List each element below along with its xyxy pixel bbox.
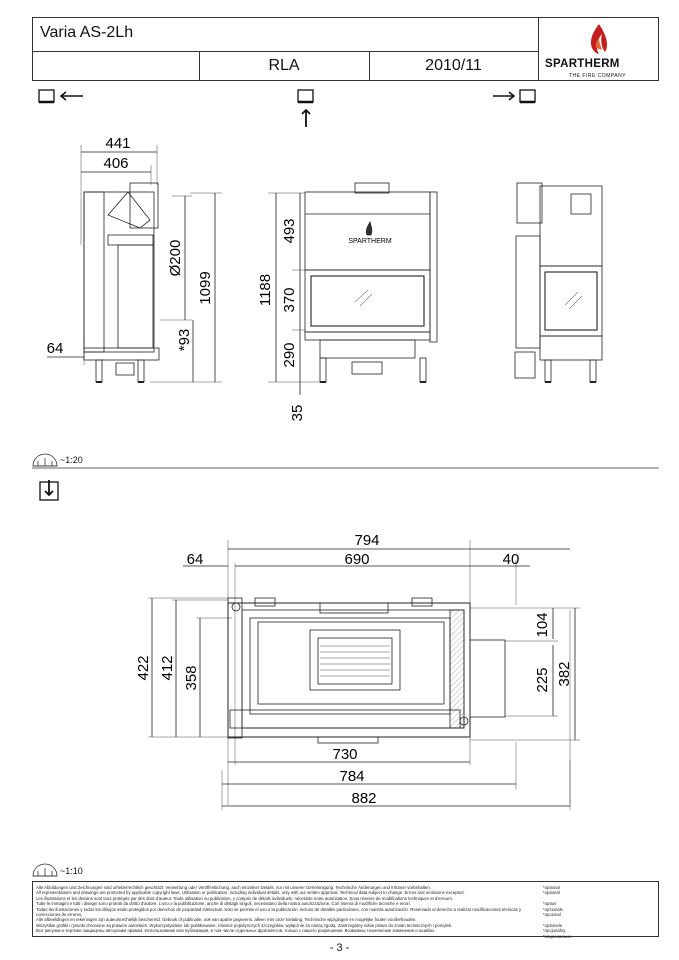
dim-290: 290 [281,342,298,367]
dim-784: 784 [339,768,364,785]
view-top-icon [39,480,59,501]
plan-view [148,540,580,810]
model-code: RLA [268,57,300,74]
dim-1099: 1099 [197,271,214,304]
dim-358: 358 [183,665,200,690]
disclaimer-line: Todas las ilustraciones y todos los dibu… [36,906,522,918]
technical-drawing: 441 406 Ø200 1099 *93 64 SPARTHERM 1188 … [32,89,659,877]
dim-64-plan: 64 [187,551,204,568]
dim-200: Ø200 [167,240,184,277]
page-number: - 3 - [329,942,350,954]
dim-370: 370 [281,287,298,312]
dim-382: 382 [556,661,573,686]
dim-412: 412 [159,655,176,680]
disclaimer-line: All representations and drawings are pro… [36,890,465,896]
disclaimer-line: Alle afbeeldingen en tekeningen zijn aut… [36,917,417,923]
view-right-icon [493,89,536,104]
title-block: Varia AS-2Lh RLA 2010/11 SPARTHERM THE F… [32,17,659,81]
brand-name: SPARTHERM [545,58,620,70]
dim-40: 40 [503,551,520,568]
brand-tagline: THE FIRE COMPANY [569,73,627,79]
flame-icon [590,24,607,54]
dim-690: 690 [344,551,369,568]
model-name: Varia AS-2Lh [40,24,134,41]
dim-422: 422 [135,655,152,680]
optional-translations: *optional *optional *option *opzionale *… [543,885,571,939]
disclaimer-line: Tutte le immagini e tutti i disegni sono… [36,901,411,907]
disclaimer-line: Les illustrations et les dessins sont to… [36,895,453,901]
right-view [514,182,603,383]
view-front-icon [297,89,314,127]
scale-label-top: ~1:20 [60,455,83,465]
dim-794: 794 [354,532,379,549]
side-view [47,145,222,383]
front-view [268,182,438,395]
spartherm-logo: SPARTHERM THE FIRE COMPANY [538,18,660,81]
dim-882: 882 [351,790,376,807]
dim-406: 406 [103,155,128,172]
revision-date: 2010/11 [425,57,482,74]
dim-35: 35 [289,405,306,422]
dim-1188: 1188 [257,274,274,306]
disclaimer-line: Wszystkie grafiki i rysunki chronione są… [36,922,453,928]
dim-104: 104 [534,612,551,637]
scale-label-bottom: ~1:10 [60,866,83,876]
scale-icon-bottom [32,863,58,877]
disclaimer-line: Alle Abbildungen und Zeichnungen sind ur… [36,885,431,890]
copyright-disclaimer: Alle Abbildungen und Zeichnungen sind ur… [32,881,659,939]
disclaimer-line: Все рисунки и чертежи защищены авторским… [36,928,435,934]
view-left-icon [38,89,83,104]
dim-730: 730 [332,746,357,763]
scale-icon-top [32,453,58,467]
dim-225: 225 [534,667,551,692]
dim-64-side: 64 [47,340,64,357]
dim-493: 493 [281,218,298,243]
front-door-brand: SPARTHERM [348,238,391,245]
dim-441: 441 [105,135,130,152]
dim-93: *93 [176,329,193,352]
